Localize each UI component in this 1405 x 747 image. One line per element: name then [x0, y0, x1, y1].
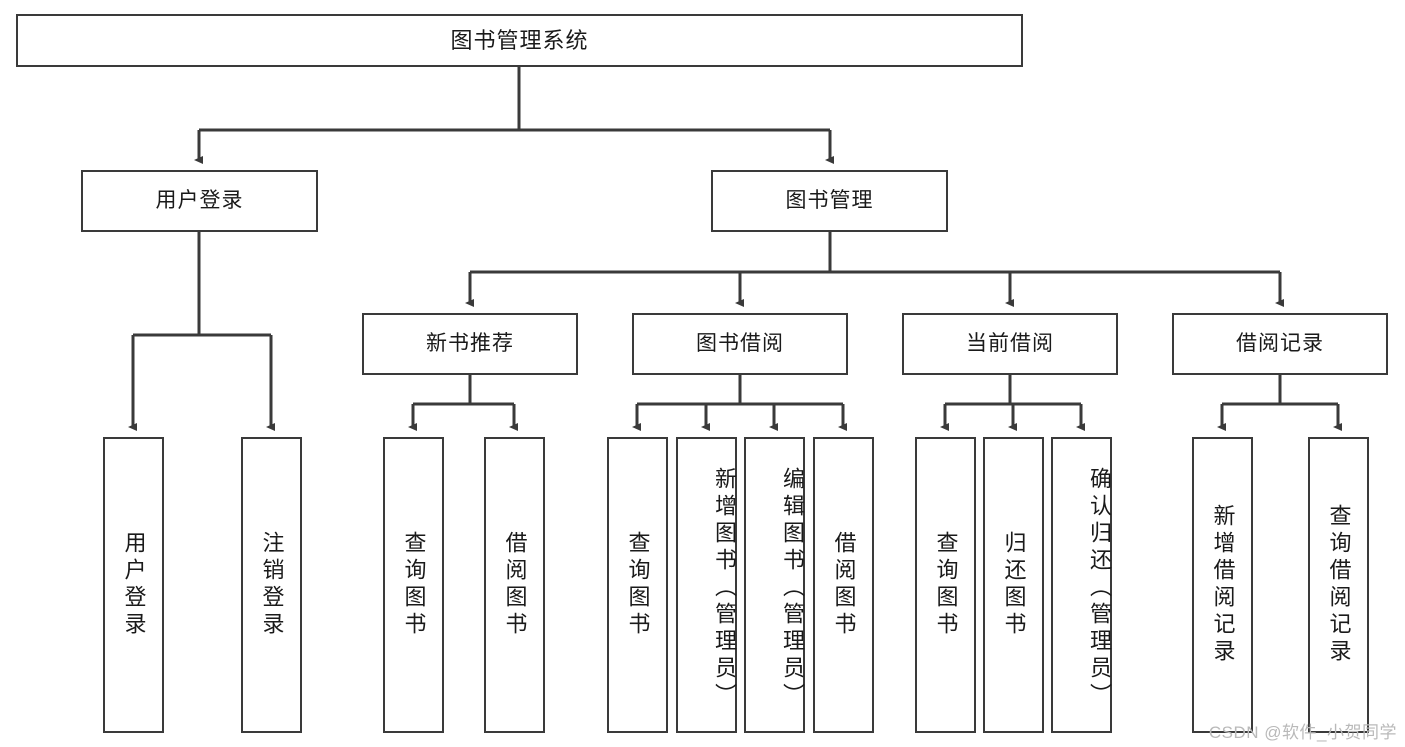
node-label: 查询图书: [933, 531, 959, 639]
node-label: 新书推荐: [426, 331, 514, 355]
node-label: 注销登录: [259, 531, 285, 639]
leaf-current-confirm-return-admin[interactable]: 确认归还（管理员）: [1051, 437, 1112, 733]
node-label: 编辑图书（管理员）: [780, 466, 805, 710]
leaf-recommend-borrow-book[interactable]: 借阅图书: [484, 437, 545, 733]
node-label: 查询借阅记录: [1326, 504, 1352, 666]
node-label: 借阅图书: [502, 531, 528, 639]
csdn-watermark: CSDN @软件_小贺同学: [1208, 723, 1397, 742]
node-borrow-record[interactable]: 借阅记录: [1172, 313, 1388, 375]
node-label: 借阅图书: [831, 531, 857, 639]
leaf-recommend-query-book[interactable]: 查询图书: [383, 437, 444, 733]
node-label: 用户登录: [121, 531, 147, 639]
leaf-borrow-add-book-admin[interactable]: 新增图书（管理员）: [676, 437, 737, 733]
leaf-current-return-book[interactable]: 归还图书: [983, 437, 1044, 733]
node-label: 新增借阅记录: [1210, 504, 1236, 666]
node-user-login[interactable]: 用户登录: [81, 170, 318, 232]
node-new-book-recommend[interactable]: 新书推荐: [362, 313, 578, 375]
node-root-system[interactable]: 图书管理系统: [16, 14, 1023, 67]
node-label: 当前借阅: [966, 331, 1054, 355]
node-book-management[interactable]: 图书管理: [711, 170, 948, 232]
node-label: 查询图书: [625, 531, 651, 639]
leaf-record-add-record[interactable]: 新增借阅记录: [1192, 437, 1253, 733]
leaf-current-query-book[interactable]: 查询图书: [915, 437, 976, 733]
leaf-borrow-edit-book-admin[interactable]: 编辑图书（管理员）: [744, 437, 805, 733]
leaf-user-logout[interactable]: 注销登录: [241, 437, 302, 733]
leaf-borrow-query-book[interactable]: 查询图书: [607, 437, 668, 733]
node-label: 图书管理系统: [450, 27, 589, 53]
node-label: 归还图书: [1001, 531, 1027, 639]
node-label: 借阅记录: [1236, 331, 1324, 355]
node-label: 图书借阅: [696, 331, 784, 355]
leaf-user-login[interactable]: 用户登录: [103, 437, 164, 733]
node-label: 确认归还（管理员）: [1087, 466, 1112, 710]
node-label: 新增图书（管理员）: [712, 466, 737, 710]
node-book-borrow[interactable]: 图书借阅: [632, 313, 848, 375]
leaf-borrow-borrow-book[interactable]: 借阅图书: [813, 437, 874, 733]
node-label: 用户登录: [155, 188, 244, 212]
node-label: 查询图书: [401, 531, 427, 639]
node-current-borrow[interactable]: 当前借阅: [902, 313, 1118, 375]
node-label: 图书管理: [785, 188, 874, 212]
leaf-record-query-record[interactable]: 查询借阅记录: [1308, 437, 1369, 733]
